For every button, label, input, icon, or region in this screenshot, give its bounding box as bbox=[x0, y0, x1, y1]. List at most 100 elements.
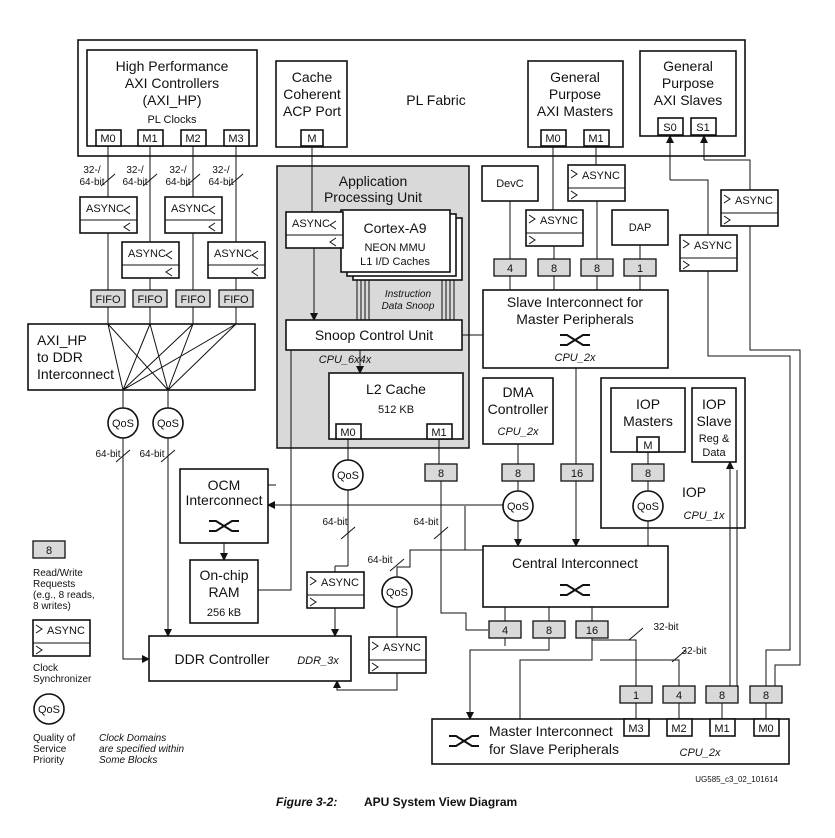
ocm-interconnect: OCM Interconnect bbox=[179, 468, 269, 561]
axi-hp-controllers: High Performance AXI Controllers (AXI_HP… bbox=[86, 49, 258, 147]
onchip-ram: On-chip RAM 256 kB bbox=[189, 559, 259, 624]
svg-text:64-bit: 64-bit bbox=[79, 177, 104, 188]
svg-text:Interconnect: Interconnect bbox=[37, 366, 114, 382]
svg-text:QoS: QoS bbox=[337, 470, 359, 482]
svg-text:OCM: OCM bbox=[208, 477, 241, 493]
svg-text:FIFO: FIFO bbox=[223, 294, 248, 306]
svg-text:M0: M0 bbox=[758, 723, 773, 735]
l2-m0-path: QoS 64-bit bbox=[322, 439, 364, 572]
svg-text:for Slave Peripherals: for Slave Peripherals bbox=[489, 741, 619, 757]
svg-text:M1: M1 bbox=[588, 133, 603, 145]
svg-text:Coherent: Coherent bbox=[283, 86, 341, 102]
svg-text:Interconnect: Interconnect bbox=[185, 492, 262, 508]
svg-text:Purpose: Purpose bbox=[662, 75, 714, 91]
gp-axi-slaves: General Purpose AXI Slaves S0 S1 bbox=[639, 50, 737, 137]
svg-text:On-chip: On-chip bbox=[199, 567, 248, 583]
svg-text:QoS: QoS bbox=[112, 418, 134, 430]
legend: 8 Read/Write Requests (e.g., 8 reads, 8 … bbox=[32, 540, 184, 766]
svg-text:ACP Port: ACP Port bbox=[283, 103, 341, 119]
svg-text:8 writes): 8 writes) bbox=[33, 601, 71, 612]
svg-text:64-bit: 64-bit bbox=[208, 177, 233, 188]
svg-text:32-/: 32-/ bbox=[212, 165, 229, 176]
svg-text:IOP: IOP bbox=[636, 396, 660, 412]
svg-text:S1: S1 bbox=[696, 122, 709, 134]
svg-text:256 kB: 256 kB bbox=[207, 607, 241, 619]
svg-text:ASYNC: ASYNC bbox=[86, 203, 124, 215]
svg-text:DDR Controller: DDR Controller bbox=[175, 651, 270, 667]
svg-text:AXI_HP: AXI_HP bbox=[37, 332, 87, 348]
svg-text:DMA: DMA bbox=[502, 384, 534, 400]
svg-text:DAP: DAP bbox=[629, 222, 652, 234]
svg-text:Instruction: Instruction bbox=[385, 289, 432, 300]
svg-text:CPU_2x: CPU_2x bbox=[555, 352, 596, 364]
svg-text:CPU_1x: CPU_1x bbox=[684, 510, 725, 522]
svg-text:8: 8 bbox=[546, 625, 552, 637]
svg-text:8: 8 bbox=[645, 468, 651, 480]
svg-text:8: 8 bbox=[438, 468, 444, 480]
async-gps-0: ASYNC bbox=[679, 234, 738, 272]
svg-text:Snoop Control Unit: Snoop Control Unit bbox=[315, 327, 433, 343]
svg-text:32-/: 32-/ bbox=[83, 165, 100, 176]
l2-m1-path: 8 64-bit bbox=[413, 439, 488, 631]
svg-text:8: 8 bbox=[46, 545, 52, 557]
svg-text:16: 16 bbox=[586, 625, 598, 637]
svg-text:64-bit: 64-bit bbox=[165, 177, 190, 188]
slave-ic-counts: 4 8 8 1 bbox=[493, 258, 657, 277]
svg-text:High Performance: High Performance bbox=[116, 58, 229, 74]
svg-text:ASYNC: ASYNC bbox=[383, 642, 421, 654]
svg-text:QoS: QoS bbox=[157, 418, 179, 430]
svg-text:M1: M1 bbox=[142, 133, 157, 145]
async-hp-2: ASYNC bbox=[164, 196, 223, 234]
master-interconnect: 1 4 8 8 Master Interconnect for Slave Pe… bbox=[431, 685, 790, 765]
svg-text:L2 Cache: L2 Cache bbox=[366, 381, 426, 397]
svg-text:AXI Controllers: AXI Controllers bbox=[125, 75, 219, 91]
svg-text:16: 16 bbox=[571, 468, 583, 480]
async-hp-0: ASYNC bbox=[79, 196, 138, 234]
svg-text:8: 8 bbox=[719, 690, 725, 702]
svg-text:ASYNC: ASYNC bbox=[128, 248, 166, 260]
svg-text:Central Interconnect: Central Interconnect bbox=[512, 555, 638, 571]
svg-text:M2: M2 bbox=[671, 723, 686, 735]
ddr-controller: DDR Controller DDR_3x bbox=[148, 635, 352, 682]
svg-text:Application: Application bbox=[339, 173, 408, 189]
svg-text:64-bit: 64-bit bbox=[413, 517, 438, 528]
svg-text:Clock: Clock bbox=[33, 663, 59, 674]
svg-text:Service: Service bbox=[33, 744, 67, 755]
svg-text:M0: M0 bbox=[545, 133, 560, 145]
svg-text:FIFO: FIFO bbox=[137, 294, 162, 306]
fifo-row: FIFO FIFO FIFO FIFO bbox=[90, 289, 254, 308]
svg-text:AXI Slaves: AXI Slaves bbox=[654, 92, 722, 108]
svg-text:Figure 3-2:: Figure 3-2: bbox=[276, 795, 337, 809]
svg-text:ASYNC: ASYNC bbox=[540, 215, 578, 227]
svg-text:ASYNC: ASYNC bbox=[735, 195, 773, 207]
pl-clocks-label: PL Clocks bbox=[147, 114, 197, 126]
svg-text:M2: M2 bbox=[185, 133, 200, 145]
svg-text:QoS: QoS bbox=[386, 587, 408, 599]
axi-hp-bus-lines: 32-/ 64-bit 32-/ 64-bit 32-/ 64-bit 32-/… bbox=[79, 146, 244, 290]
svg-text:Master Peripherals: Master Peripherals bbox=[516, 311, 634, 327]
svg-text:M1: M1 bbox=[431, 427, 446, 439]
svg-text:Purpose: Purpose bbox=[549, 86, 601, 102]
svg-text:ASYNC: ASYNC bbox=[321, 577, 359, 589]
svg-text:NEON MMU: NEON MMU bbox=[364, 242, 425, 254]
svg-text:Quality of: Quality of bbox=[33, 733, 75, 744]
svg-text:(e.g., 8 reads,: (e.g., 8 reads, bbox=[33, 590, 95, 601]
svg-text:General: General bbox=[663, 58, 713, 74]
svg-text:512 KB: 512 KB bbox=[378, 404, 414, 416]
svg-text:M3: M3 bbox=[628, 723, 643, 735]
svg-text:CPU_2x: CPU_2x bbox=[680, 747, 721, 759]
svg-text:Data: Data bbox=[702, 447, 726, 459]
svg-text:(AXI_HP): (AXI_HP) bbox=[142, 92, 201, 108]
apu-block: Application Processing Unit Cortex-A9 NE… bbox=[276, 165, 470, 449]
svg-text:64-bit: 64-bit bbox=[95, 449, 120, 460]
svg-text:Master Interconnect: Master Interconnect bbox=[489, 723, 613, 739]
svg-text:64-bit: 64-bit bbox=[122, 177, 147, 188]
svg-text:8: 8 bbox=[551, 263, 557, 275]
pl-fabric-label: PL Fabric bbox=[406, 92, 465, 108]
svg-text:QoS: QoS bbox=[507, 501, 529, 513]
svg-text:RAM: RAM bbox=[208, 584, 239, 600]
svg-text:FIFO: FIFO bbox=[180, 294, 205, 306]
figure-caption: Figure 3-2: APU System View Diagram bbox=[276, 795, 517, 809]
svg-text:Controller: Controller bbox=[488, 401, 549, 417]
svg-text:L1 I/D Caches: L1 I/D Caches bbox=[360, 256, 430, 268]
